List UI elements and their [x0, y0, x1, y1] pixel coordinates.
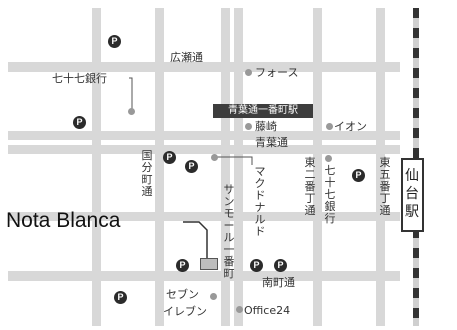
- road-west-sunmall: [221, 8, 230, 326]
- leader-mcdonalds: [214, 156, 253, 165]
- landmark-bank77-west: 七十七銀行: [52, 72, 107, 85]
- landmark-dot-bank77-west: [128, 108, 135, 115]
- road-aoba-north: [8, 131, 400, 140]
- street-label-higashi2: 東 二 番 丁 通: [304, 156, 316, 217]
- road-aoba-south: [8, 145, 400, 154]
- street-label-minamimachi: 南町通: [262, 276, 295, 289]
- subway-station-banner: 青葉通一番町駅: [213, 104, 313, 118]
- parking-icon: P: [352, 169, 365, 182]
- road-east-sunmall: [234, 8, 243, 326]
- parking-icon: P: [185, 160, 198, 173]
- road-middle: [8, 212, 400, 221]
- landmark-bank77-east: 七 十 七 銀 行: [324, 164, 336, 225]
- parking-icon: P: [163, 151, 176, 164]
- road-west: [92, 8, 101, 326]
- shop-location-marker: [200, 258, 218, 270]
- parking-icon: P: [73, 116, 86, 129]
- street-label-kokubuncho: 国 分 町 通: [141, 149, 153, 198]
- leader-nota-blanca: [183, 221, 208, 258]
- landmark-dot-mcdonalds: [211, 154, 218, 161]
- road-hirose: [8, 62, 400, 72]
- landmark-office24: Office24: [244, 304, 291, 317]
- street-label-aoba: 青葉通: [255, 136, 288, 149]
- shop-name-label: Nota Blanca: [6, 209, 121, 232]
- landmark-seven-line1: セブン: [166, 288, 199, 301]
- street-label-sunmall: サ ン モ ー ル 一 番 町: [223, 183, 235, 280]
- landmark-dot-aeon: [326, 123, 333, 130]
- station-sign: [401, 158, 424, 232]
- landmark-seven-line2: イレブン: [163, 305, 207, 318]
- landmark-aeon: イオン: [334, 120, 367, 133]
- landmark-dot-force: [245, 69, 252, 76]
- landmark-dot-office24: [236, 306, 243, 313]
- station-label: 仙 台 駅: [405, 168, 419, 220]
- landmark-dot-seven: [210, 293, 217, 300]
- parking-icon: P: [114, 291, 127, 304]
- road-higashi2: [313, 8, 322, 326]
- landmark-mcdonalds: マ ク ド ナ ル ド: [254, 165, 266, 238]
- street-label-hirose: 広瀬通: [170, 51, 203, 64]
- landmark-force: フォース: [255, 66, 299, 79]
- landmark-dot-fujisaki: [245, 123, 252, 130]
- parking-icon: P: [108, 35, 121, 48]
- road-higashi5: [376, 8, 385, 326]
- parking-icon: P: [176, 259, 189, 272]
- landmark-dot-bank77-east: [325, 155, 332, 162]
- leader-bank77-west: [129, 77, 133, 110]
- landmark-fujisaki: 藤崎: [255, 120, 277, 133]
- parking-icon: P: [250, 259, 263, 272]
- parking-icon: P: [274, 259, 287, 272]
- road-kokubuncho: [155, 8, 164, 326]
- road-minamimachi: [8, 271, 400, 281]
- street-label-higashi5: 東 五 番 丁 通: [379, 156, 391, 217]
